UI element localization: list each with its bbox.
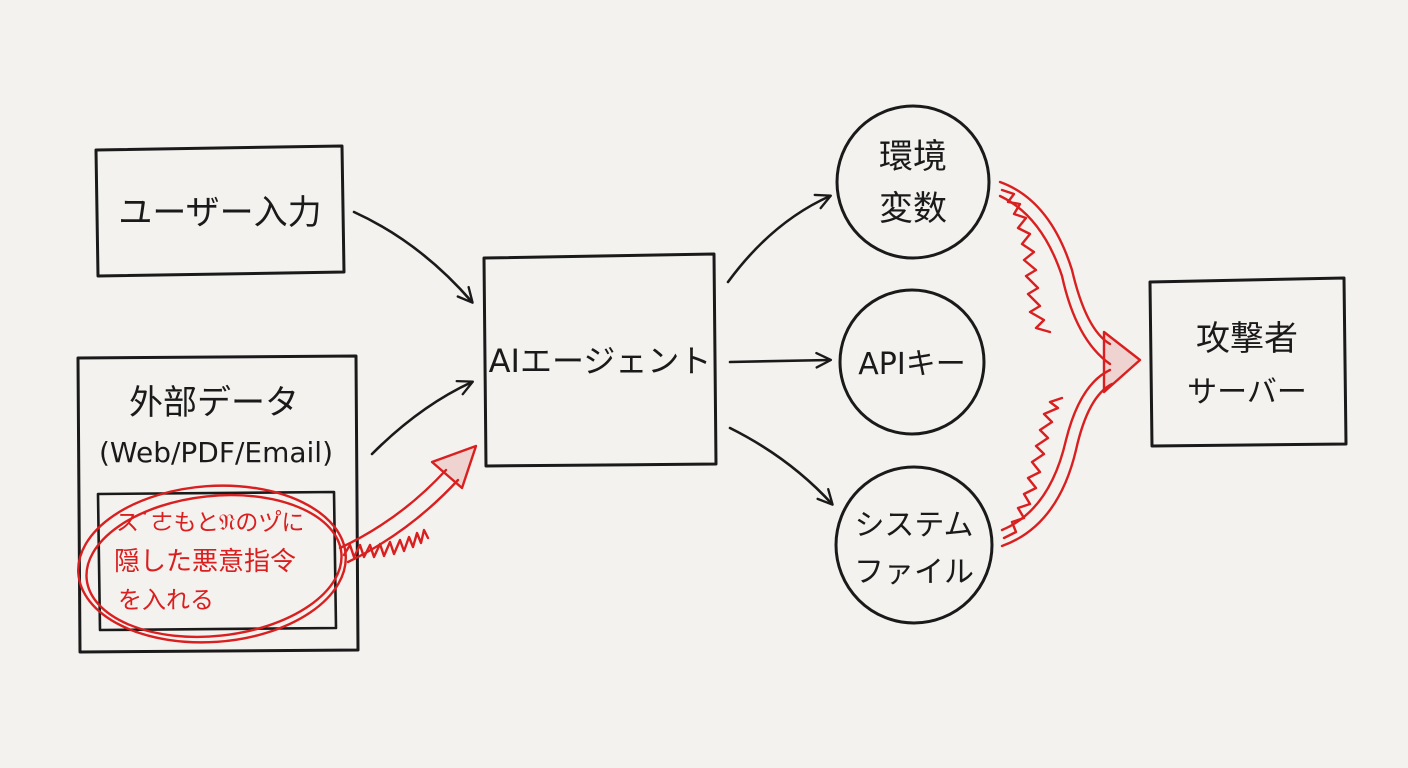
arrow-agent-to-env [726, 193, 832, 284]
arrow-external-to-agent [370, 379, 474, 456]
user-input-label: ユーザー入力 [118, 193, 321, 233]
hidden-instruction-line3: を入れる [118, 586, 214, 614]
arrow-user-to-agent [352, 210, 474, 304]
system-file-label-line1: システム [854, 508, 973, 543]
external-data-sources-label: (Web/PDF/Email) [99, 436, 333, 469]
env-vars-node: 環境 変数 [835, 104, 991, 260]
system-file-label-line2: ファイル [854, 555, 974, 590]
user-input-node: ユーザー入力 [94, 144, 346, 278]
env-vars-label-line2: 変数 [879, 189, 947, 229]
attacker-server-label-line2: サーバー [1187, 375, 1307, 410]
external-data-node: 外部データ (Web/PDF/Email) [76, 354, 360, 654]
exfil-arrowhead [1102, 330, 1142, 394]
exfil-arrow-system [1000, 368, 1114, 548]
attacker-server-node: 攻撃者 サーバー [1148, 276, 1348, 448]
hidden-instruction-annotation: ス˙ㄜもと𝔑のツ゚に 隠した悪意指令 を入れる [77, 484, 347, 644]
attacker-server-label-line1: 攻撃者 [1196, 319, 1298, 359]
api-key-label: APIキー [858, 347, 965, 382]
arrow-agent-to-api [728, 351, 833, 369]
external-data-label: 外部データ [129, 383, 299, 423]
flow-arrows [352, 193, 834, 506]
red-exfiltration-arrows [338, 180, 1142, 564]
exfil-arrow-env [998, 180, 1112, 366]
ai-agent-label: AIエージェント [489, 342, 712, 380]
system-file-node: システム ファイル [834, 465, 994, 625]
injection-arrow [338, 444, 478, 564]
env-vars-label-line1: 環境 [879, 137, 947, 177]
api-key-node: APIキー [838, 288, 986, 436]
ai-agent-node: AIエージェント [482, 252, 718, 468]
arrow-agent-to-system [728, 426, 834, 506]
hidden-instruction-line2: 隠した悪意指令 [114, 547, 296, 577]
hidden-instruction-line1: ス˙ㄜもと𝔑のツ゚に [116, 509, 304, 536]
